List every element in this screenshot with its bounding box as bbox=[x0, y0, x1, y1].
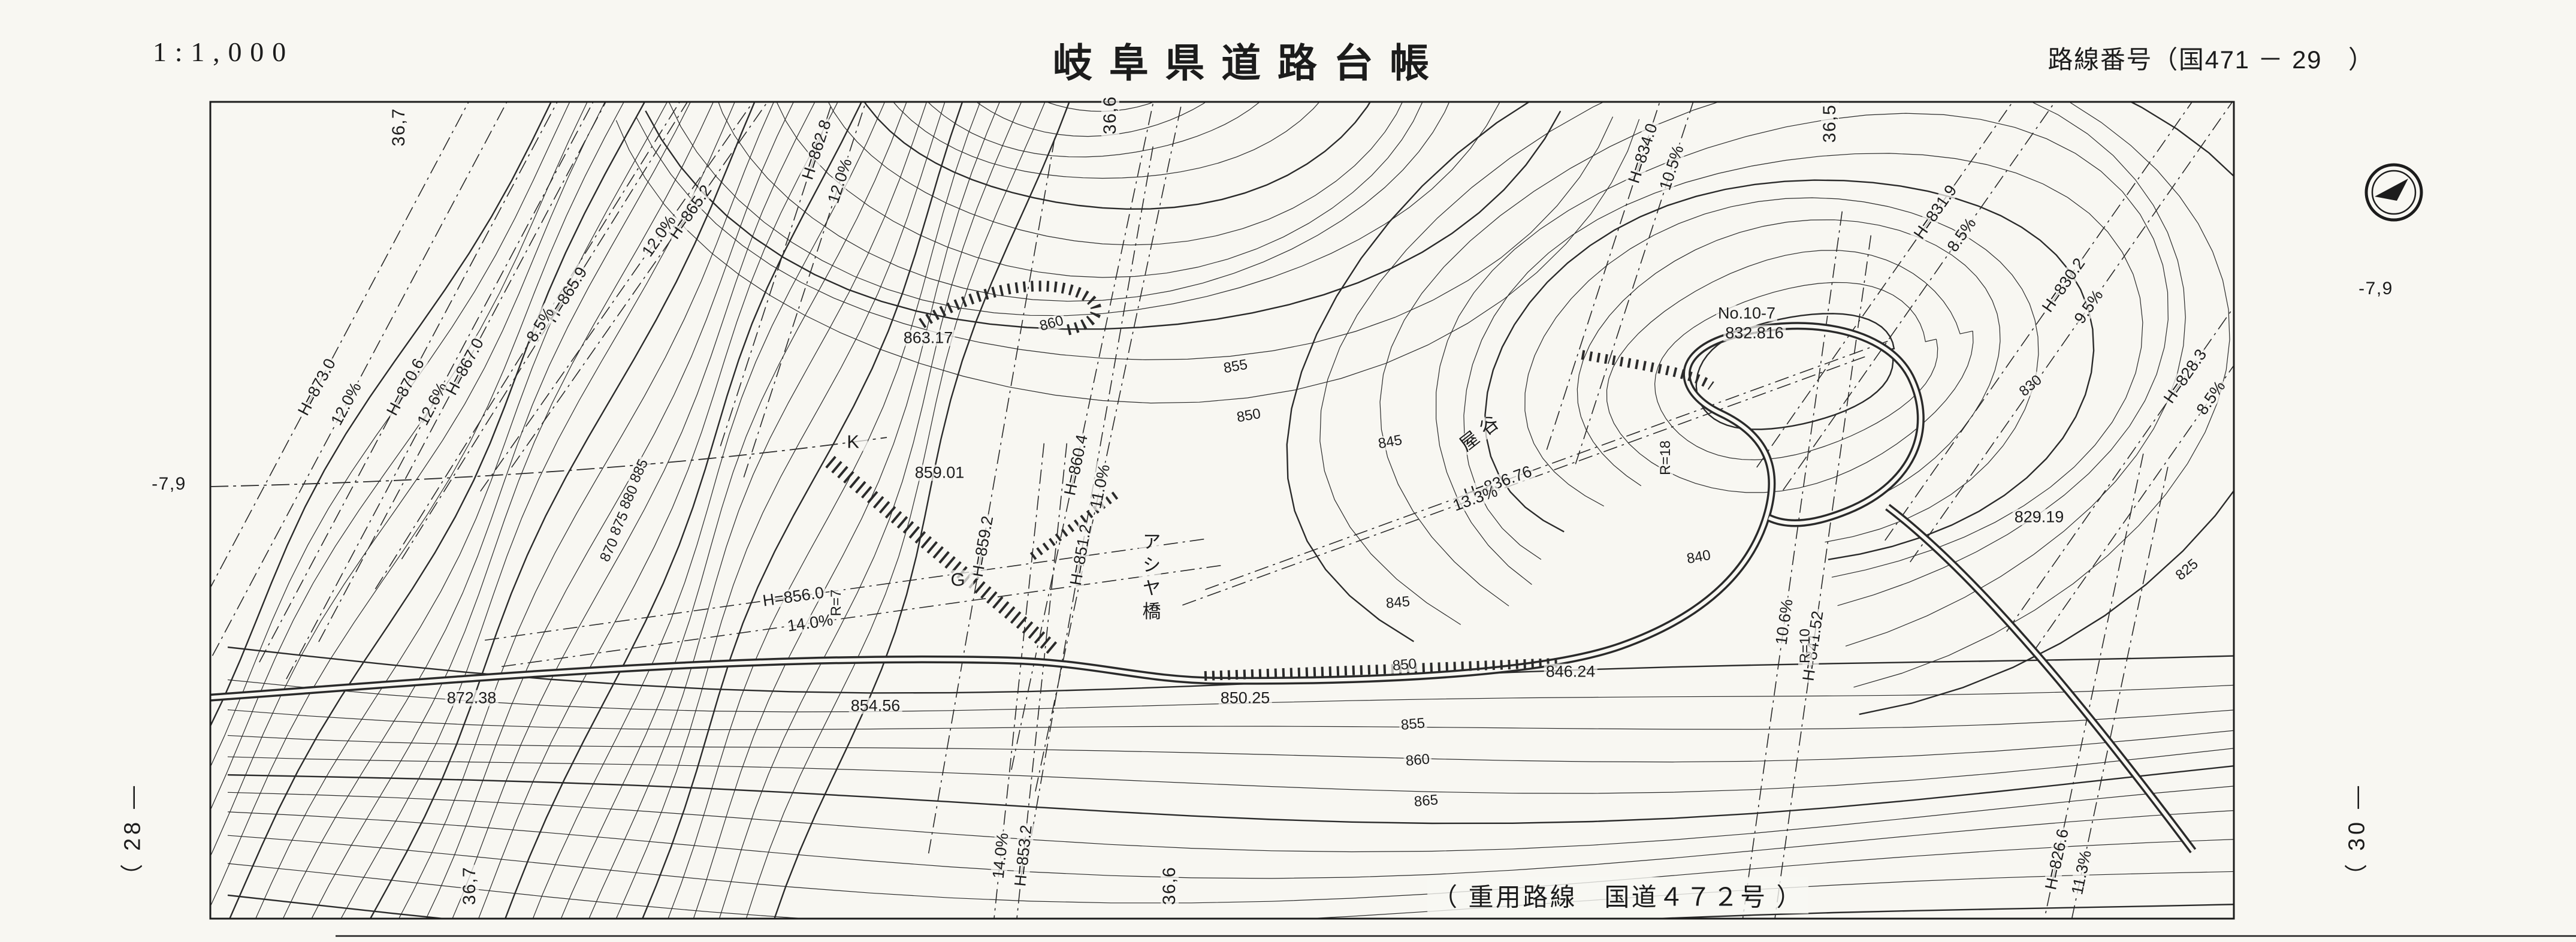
contour-elevation-label: 845 bbox=[1384, 593, 1412, 612]
contour-elevation-label: 850 bbox=[1390, 656, 1419, 674]
spot-elevation-label: 863.17 bbox=[901, 330, 955, 346]
map-grid-label: 36,6 bbox=[1159, 864, 1179, 907]
place-name-label: G bbox=[949, 570, 974, 589]
map-grid-label: 36,7 bbox=[460, 864, 479, 907]
curve-radius-label: R=10 bbox=[1797, 626, 1813, 666]
shared-route-note: （ 重用路線 国道４７２号 ） bbox=[1427, 877, 1808, 914]
adjacent-sheet-right: （ 30 ― bbox=[2344, 783, 2370, 887]
contour-elevation-label: 865 bbox=[1412, 792, 1440, 810]
curve-radius-label: R=7 bbox=[828, 587, 844, 618]
spot-elevation-label: 872.38 bbox=[445, 690, 499, 707]
map-grid-label: 36,7 bbox=[389, 105, 409, 149]
north-arrow-icon bbox=[2364, 162, 2424, 222]
contour-elevation-label: 860 bbox=[1403, 751, 1432, 769]
map-scale: 1:1,000 bbox=[153, 37, 294, 67]
place-name-label: K bbox=[845, 432, 868, 451]
map-frame bbox=[209, 101, 2235, 920]
spot-elevation-label: No.10-7 bbox=[1716, 305, 1778, 322]
map-grid-label: 36,6 bbox=[1100, 93, 1120, 137]
spot-elevation-label: 846.24 bbox=[1544, 663, 1597, 680]
map-grid-label: -7,9 bbox=[2357, 280, 2395, 298]
spot-elevation-label: 829.19 bbox=[2012, 509, 2066, 526]
map-grid-label: 36,5 bbox=[1820, 102, 1840, 145]
adjacent-sheet-left: （ 28 ― bbox=[120, 783, 146, 887]
spot-elevation-label: 850.25 bbox=[1218, 690, 1272, 707]
map-grid-label: -7,9 bbox=[150, 475, 188, 493]
spot-elevation-label: 859.01 bbox=[913, 464, 967, 481]
spot-elevation-label: 854.56 bbox=[848, 698, 902, 714]
route-number: 路線番号（国471 － 29 ） bbox=[2047, 46, 2375, 74]
contour-elevation-label: 855 bbox=[1399, 715, 1427, 733]
spot-elevation-label: 832.816 bbox=[1723, 325, 1786, 342]
page-title: 岐阜県道路台帳 bbox=[1052, 41, 1446, 85]
place-name-label: アシヤ橋 bbox=[1138, 532, 1161, 625]
contour-lines bbox=[210, 102, 2234, 919]
curve-radius-label: R=18 bbox=[1657, 438, 1674, 478]
